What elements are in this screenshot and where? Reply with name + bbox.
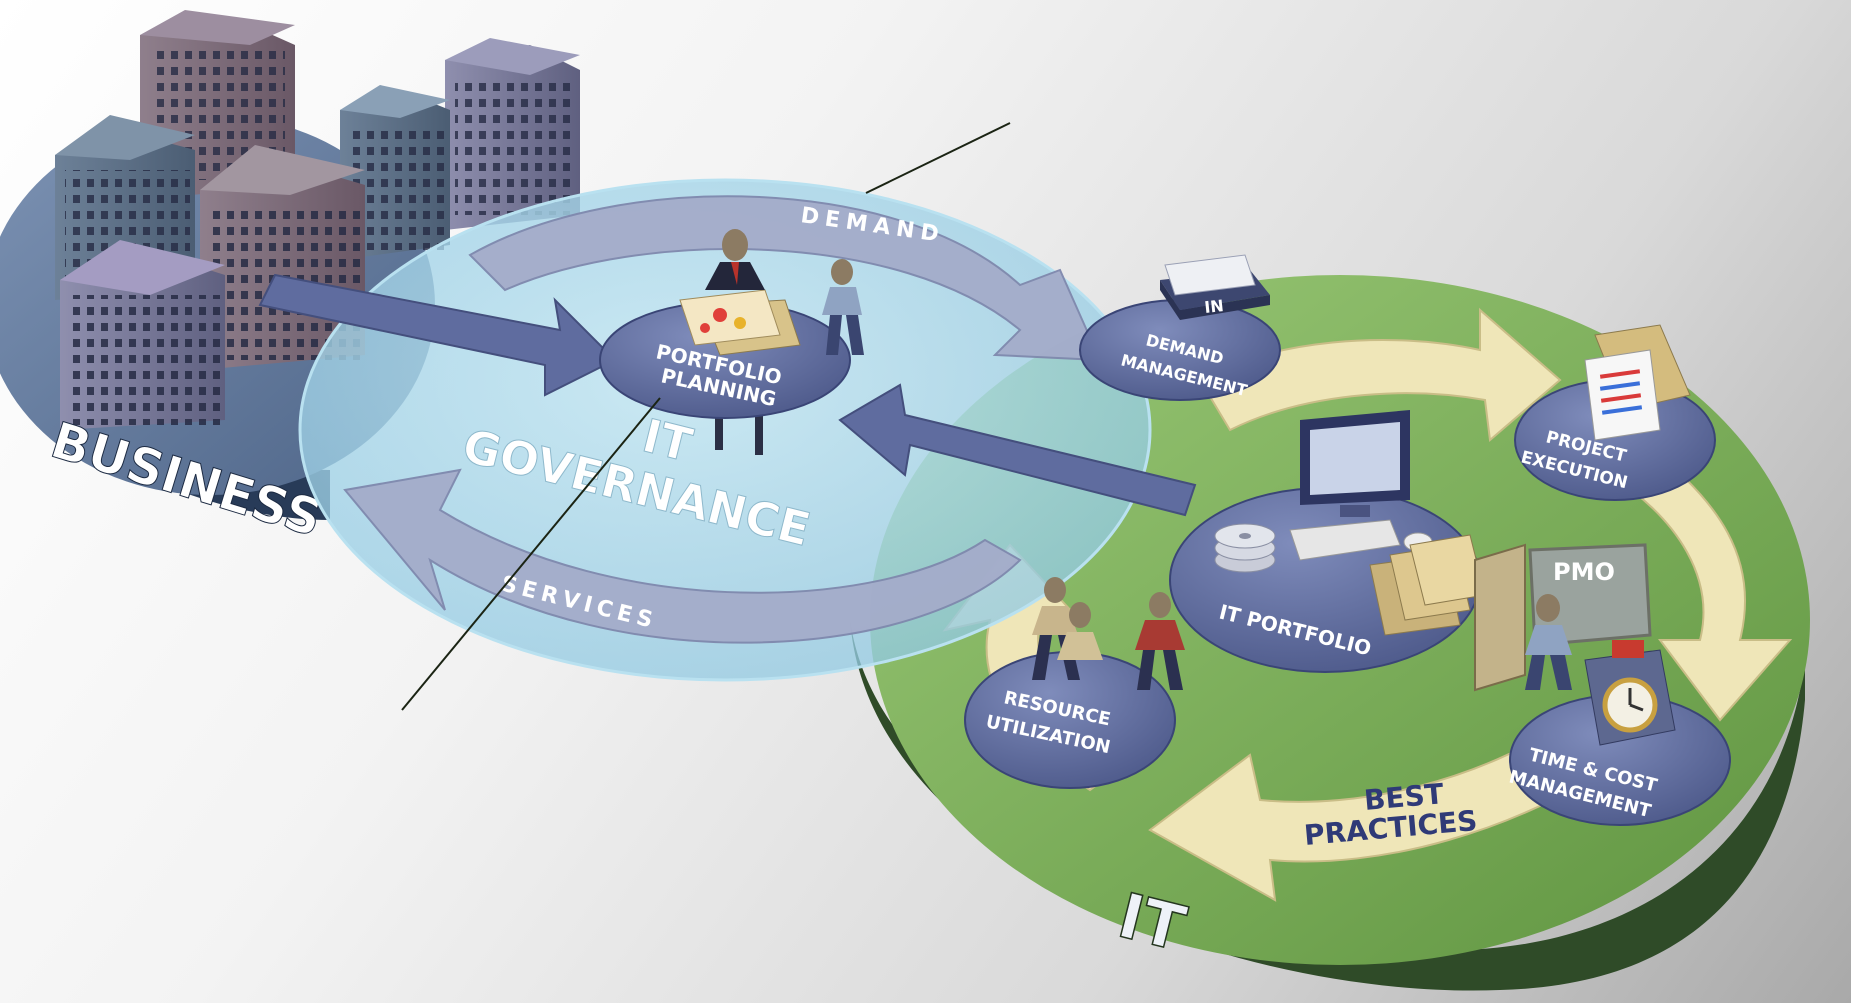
cycle-arrow-top [1198,307,1562,442]
inbox-tray-label: IN [1203,296,1224,317]
demand-management-hub: IN DEMAND MANAGEMENT [1079,254,1281,401]
cycle-arrow-bottom [1148,718,1622,902]
portfolio-planning-hub: PORTFOLIO PLANNING [599,229,864,455]
it-governance-disc: DEMAND SERVICES IT GOVERNANCE [298,178,1152,682]
pmo-board-label: PMO [1553,558,1615,586]
time-cost-management-hub: TIME & COST MANAGEMENT [1507,640,1731,826]
disc-stack-icon [1214,523,1276,573]
best-practices-label-1: BEST [1363,777,1445,817]
computer-monitor-icon [1300,410,1410,517]
pmo-office-icon: PMO [1474,543,1652,692]
connector-arrows [258,273,1197,517]
business-to-portfolio-arrow [258,273,617,397]
callout-line-demand [865,122,1011,194]
callout-lines [401,122,1011,711]
inbox-tray-icon: IN [1160,254,1270,320]
planning-documents-icon [679,289,801,356]
it-portfolio-to-planning-arrow [838,383,1197,517]
file-folders-icon [1369,534,1486,636]
clock-icon [1584,640,1676,746]
manager-figure-icon [705,229,765,290]
team-figures-icon [1032,577,1185,690]
it-portfolio-hub: IT PORTFOLIO [1169,410,1486,673]
building-steel [340,85,450,260]
pmo-person-figure-icon [1525,594,1572,690]
services-flow-arrow [343,468,1022,644]
cycle-arrow-right [1608,438,1793,722]
building-violet-front [60,240,225,430]
project-folder-icon [1584,324,1691,441]
callout-line-portfolio [401,397,661,711]
office-buildings [55,10,580,430]
it-label: IT [1111,879,1192,966]
resource-utilization-hub: RESOURCE UTILIZATION [964,577,1185,789]
analyst-figure-icon [822,259,864,355]
building-purple-right [445,38,580,230]
project-execution-hub: PROJECT EXECUTION [1514,324,1716,501]
